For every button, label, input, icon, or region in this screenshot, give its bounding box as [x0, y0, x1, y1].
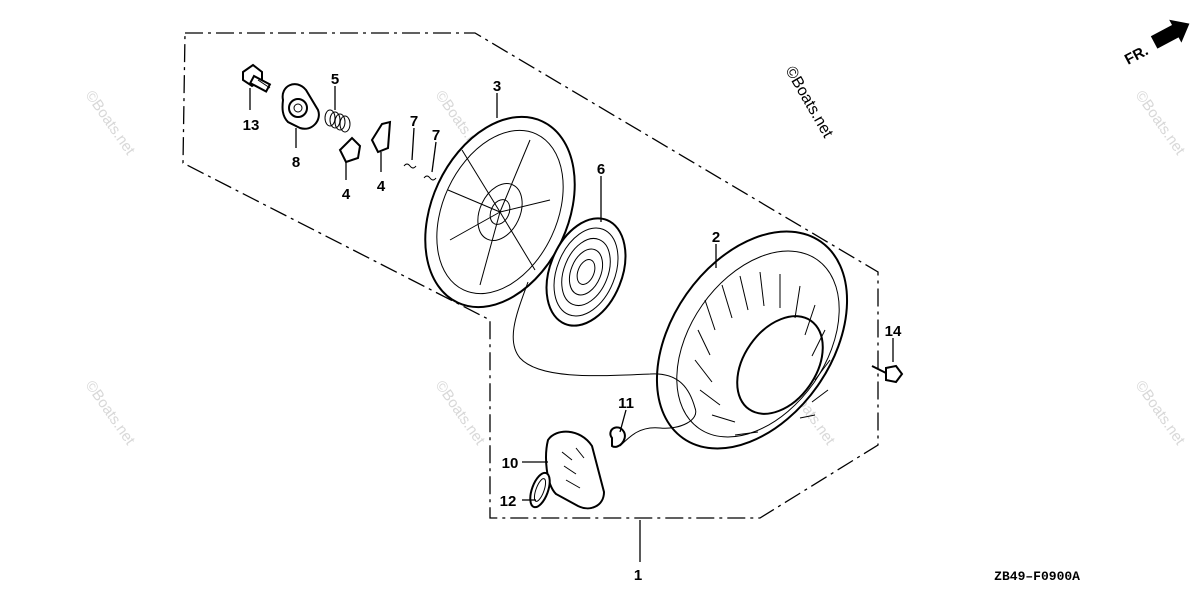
callout-4-right: 4	[377, 178, 386, 195]
part-10-starter-grip	[545, 430, 606, 510]
callout-6: 6	[597, 161, 605, 178]
part-11-rope-knot	[609, 426, 626, 448]
assembly-boundary	[182, 32, 879, 519]
callout-13: 13	[243, 117, 260, 134]
callout-7-left: 7	[410, 113, 418, 130]
part-14-flange-bolt	[871, 364, 904, 384]
callout-10: 10	[502, 455, 519, 472]
watermark-faint: ©Boats.net	[82, 378, 139, 449]
callout-12: 12	[500, 493, 517, 510]
watermark-faint: ©Boats.net	[82, 88, 139, 159]
part-3-starter-reel	[424, 115, 576, 309]
part-13-flange-bolt	[242, 63, 272, 93]
part-6-recoil-spring	[545, 217, 627, 327]
part-4-ratchet-right	[370, 120, 392, 154]
part-4-ratchet-left	[338, 136, 362, 164]
direction-label: FR.	[1122, 42, 1151, 68]
callout-14: 14	[885, 323, 902, 340]
part-8-ratchet-guide	[281, 83, 320, 130]
front-direction-arrow-icon	[1150, 19, 1190, 49]
callout-8: 8	[292, 154, 300, 171]
part-12-grip-insert	[529, 471, 551, 509]
watermark-pattern: ©Boats.net ©Boats.net ©Boats.net ©Boats.…	[82, 88, 1189, 449]
callout-5: 5	[331, 71, 339, 88]
part-5-friction-spring	[324, 109, 351, 133]
watermark-faint: ©Boats.net	[432, 378, 489, 449]
callout-7-right: 7	[432, 127, 440, 144]
part-7-ratchet-springs	[403, 163, 437, 181]
watermark-faint: ©Boats.net	[1132, 378, 1189, 449]
callout-2: 2	[712, 229, 720, 246]
watermark-main: ©Boats.net	[782, 64, 837, 142]
callout-11: 11	[618, 395, 634, 412]
diagram-code: ZB49–F0900A	[994, 569, 1080, 584]
watermark-faint: ©Boats.net	[1132, 88, 1189, 159]
callout-4-left: 4	[342, 186, 351, 203]
callout-3: 3	[493, 78, 501, 95]
starter-rope	[512, 281, 697, 447]
leader-lines	[249, 86, 894, 562]
callout-1: 1	[634, 567, 642, 584]
part-2-recoil-case	[655, 230, 849, 450]
